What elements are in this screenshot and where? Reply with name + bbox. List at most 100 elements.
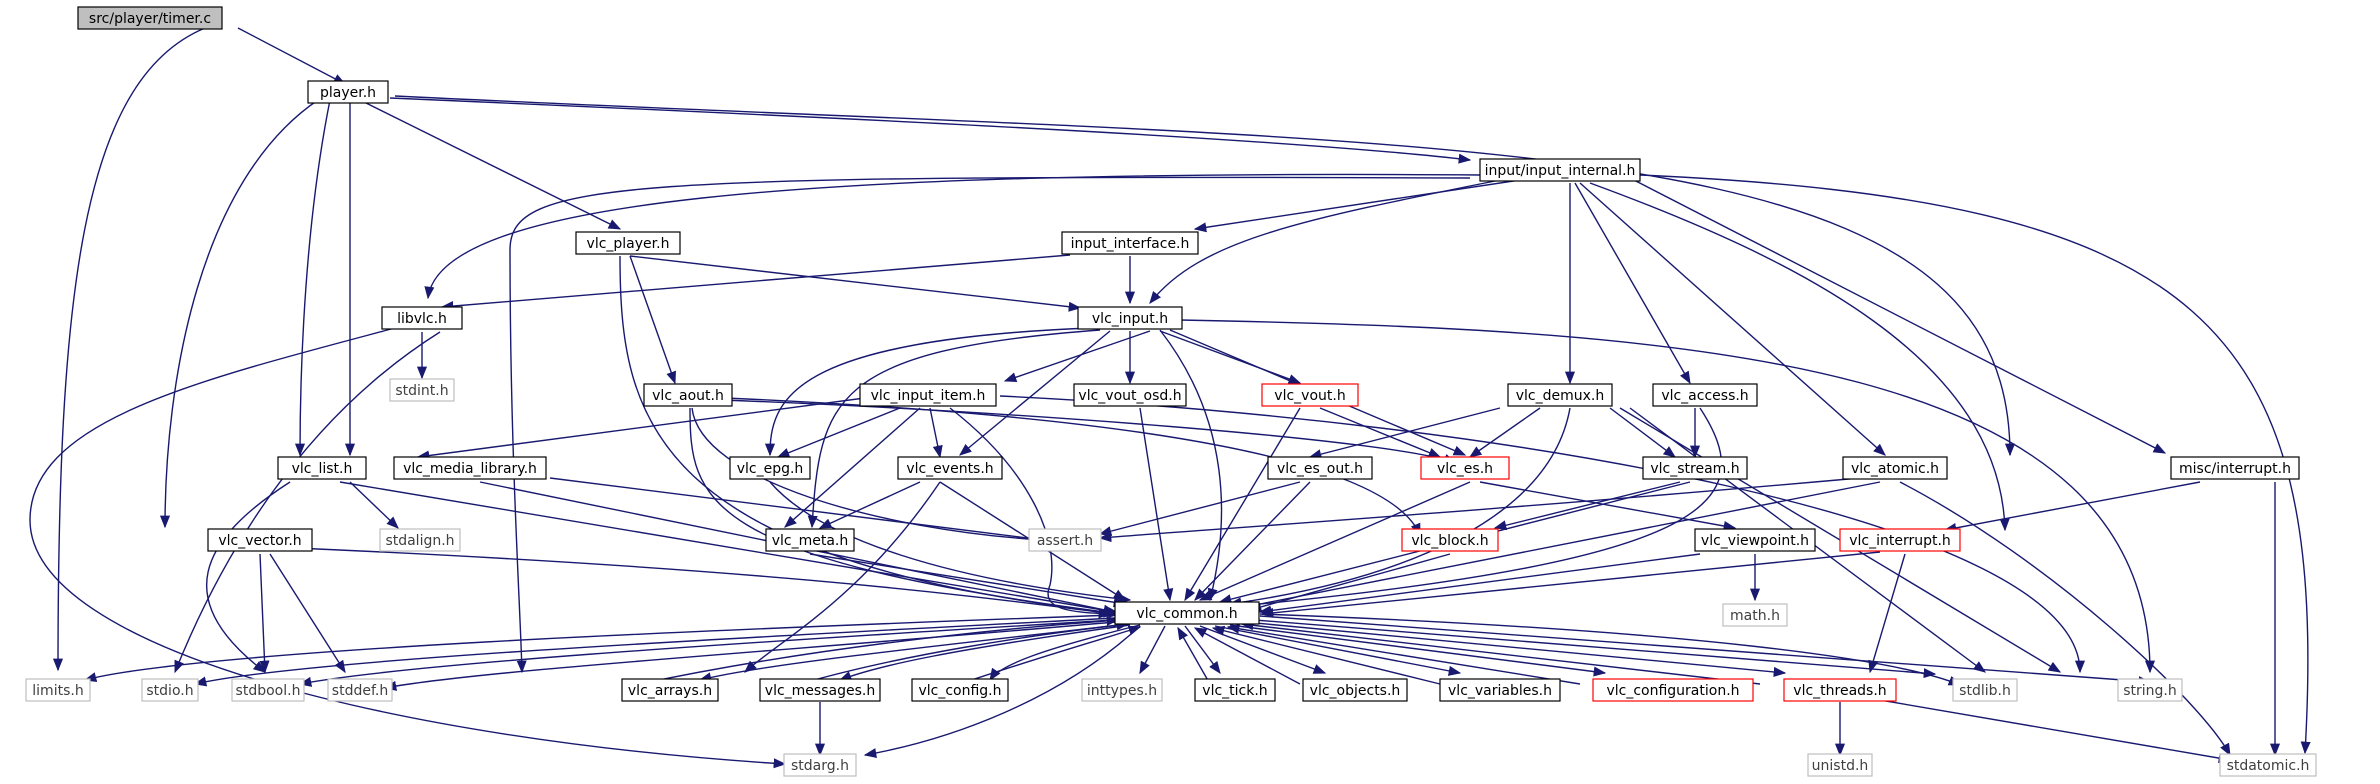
node-label: stdlib.h xyxy=(1959,683,2011,699)
node-string[interactable]: string.h xyxy=(2117,678,2183,702)
node-vlc-list[interactable]: vlc_list.h xyxy=(277,456,367,480)
node-box xyxy=(25,678,91,702)
node-vlc-meta[interactable]: vlc_meta.h xyxy=(765,528,855,552)
node-box xyxy=(231,678,305,702)
node-vlc-es[interactable]: vlc_es.h xyxy=(1420,456,1510,480)
node-box xyxy=(2117,678,2183,702)
node-box xyxy=(1261,383,1359,407)
node-label: vlc_block.h xyxy=(1411,533,1488,549)
node-libvlc[interactable]: libvlc.h xyxy=(381,306,463,330)
node-vlc-threads[interactable]: vlc_threads.h xyxy=(1783,678,1897,702)
node-stdbool[interactable]: stdbool.h xyxy=(231,678,305,702)
node-vlc-player[interactable]: vlc_player.h xyxy=(575,231,681,255)
node-vlc-input-item[interactable]: vlc_input_item.h xyxy=(859,383,997,407)
node-label: vlc_common.h xyxy=(1136,606,1237,622)
node-vlc-stream[interactable]: vlc_stream.h xyxy=(1642,456,1748,480)
node-label: vlc_messages.h xyxy=(765,683,875,699)
node-box xyxy=(1722,603,1788,627)
node-label: vlc_vout.h xyxy=(1274,388,1345,404)
node-vlc-messages[interactable]: vlc_messages.h xyxy=(759,678,881,702)
node-label: vlc_es.h xyxy=(1437,461,1493,477)
node-vlc-vout-osd[interactable]: vlc_vout_osd.h xyxy=(1073,383,1187,407)
node-stdatomic[interactable]: stdatomic.h xyxy=(2219,753,2317,777)
node-box xyxy=(1439,678,1561,702)
node-input-interface[interactable]: input_interface.h xyxy=(1061,231,1199,255)
node-inttypes[interactable]: inttypes.h xyxy=(1081,678,1163,702)
node-vlc-access[interactable]: vlc_access.h xyxy=(1652,383,1758,407)
node-input-internal[interactable]: input/input_internal.h xyxy=(1479,158,1641,182)
node-assert[interactable]: assert.h xyxy=(1028,528,1102,552)
node-label: misc/interrupt.h xyxy=(2179,461,2291,477)
node-vlc-tick[interactable]: vlc_tick.h xyxy=(1194,678,1276,702)
node-vlc-common[interactable]: vlc_common.h xyxy=(1114,601,1260,625)
node-vlc-variables[interactable]: vlc_variables.h xyxy=(1439,678,1561,702)
node-vlc-arrays[interactable]: vlc_arrays.h xyxy=(621,678,719,702)
node-label: math.h xyxy=(1730,608,1780,624)
node-box xyxy=(1839,528,1961,552)
node-label: vlc_meta.h xyxy=(772,533,849,549)
node-vlc-media-library[interactable]: vlc_media_library.h xyxy=(393,456,547,480)
node-label: vlc_atomic.h xyxy=(1851,461,1939,477)
node-root[interactable]: src/player/timer.c xyxy=(77,6,223,30)
node-label: vlc_interrupt.h xyxy=(1849,533,1951,549)
node-label: vlc_aout.h xyxy=(652,388,724,404)
node-label: limits.h xyxy=(32,683,83,699)
node-box xyxy=(141,678,199,702)
node-vlc-vout[interactable]: vlc_vout.h xyxy=(1261,383,1359,407)
node-stdarg[interactable]: stdarg.h xyxy=(783,753,857,777)
node-vlc-es-out[interactable]: vlc_es_out.h xyxy=(1267,456,1373,480)
node-stdlib[interactable]: stdlib.h xyxy=(1952,678,2018,702)
node-box xyxy=(1642,456,1748,480)
node-label: vlc_player.h xyxy=(587,236,670,252)
node-misc-interrupt[interactable]: misc/interrupt.h xyxy=(2170,456,2300,480)
node-vlc-aout[interactable]: vlc_aout.h xyxy=(643,383,733,407)
node-vlc-interrupt[interactable]: vlc_interrupt.h xyxy=(1839,528,1961,552)
node-label: stdint.h xyxy=(395,383,448,399)
node-label: vlc_es_out.h xyxy=(1277,461,1363,477)
node-vlc-demux[interactable]: vlc_demux.h xyxy=(1507,383,1613,407)
node-label: stddef.h xyxy=(332,683,388,699)
node-box xyxy=(1952,678,2018,702)
node-box xyxy=(1807,753,1873,777)
node-label: input/input_internal.h xyxy=(1485,163,1636,179)
node-math[interactable]: math.h xyxy=(1722,603,1788,627)
node-box xyxy=(207,528,313,552)
node-limits[interactable]: limits.h xyxy=(25,678,91,702)
node-vlc-objects[interactable]: vlc_objects.h xyxy=(1302,678,1408,702)
node-stdint[interactable]: stdint.h xyxy=(389,378,455,402)
node-label: vlc_arrays.h xyxy=(628,683,712,699)
node-box xyxy=(1479,158,1641,182)
node-label: vlc_configuration.h xyxy=(1606,683,1739,699)
node-vlc-atomic[interactable]: vlc_atomic.h xyxy=(1842,456,1948,480)
node-box xyxy=(1694,528,1816,552)
node-label: stdarg.h xyxy=(791,758,849,774)
node-vlc-configuration[interactable]: vlc_configuration.h xyxy=(1592,678,1754,702)
node-vlc-config[interactable]: vlc_config.h xyxy=(911,678,1009,702)
node-box xyxy=(1114,601,1260,625)
node-label: input_interface.h xyxy=(1071,236,1190,252)
node-label: vlc_variables.h xyxy=(1448,683,1552,699)
node-vlc-block[interactable]: vlc_block.h xyxy=(1401,528,1499,552)
node-label: vlc_access.h xyxy=(1661,388,1748,404)
node-stdalign[interactable]: stdalign.h xyxy=(379,528,461,552)
node-label: vlc_input_item.h xyxy=(871,388,986,404)
node-vlc-events[interactable]: vlc_events.h xyxy=(897,456,1003,480)
node-label: vlc_vector.h xyxy=(218,533,301,549)
node-vlc-input[interactable]: vlc_input.h xyxy=(1077,306,1183,330)
node-label: stdatomic.h xyxy=(2227,758,2310,774)
node-box xyxy=(1507,383,1613,407)
node-box xyxy=(729,456,811,480)
node-box xyxy=(379,528,461,552)
node-vlc-vector[interactable]: vlc_vector.h xyxy=(207,528,313,552)
node-box xyxy=(1081,678,1163,702)
node-label: unistd.h xyxy=(1812,758,1869,774)
node-player-h[interactable]: player.h xyxy=(307,80,389,104)
node-stdio[interactable]: stdio.h xyxy=(141,678,199,702)
node-vlc-epg[interactable]: vlc_epg.h xyxy=(729,456,811,480)
node-vlc-viewpoint[interactable]: vlc_viewpoint.h xyxy=(1694,528,1816,552)
node-label: vlc_objects.h xyxy=(1310,683,1401,699)
node-stddef[interactable]: stddef.h xyxy=(327,678,393,702)
node-unistd[interactable]: unistd.h xyxy=(1807,753,1873,777)
node-box xyxy=(77,6,223,30)
